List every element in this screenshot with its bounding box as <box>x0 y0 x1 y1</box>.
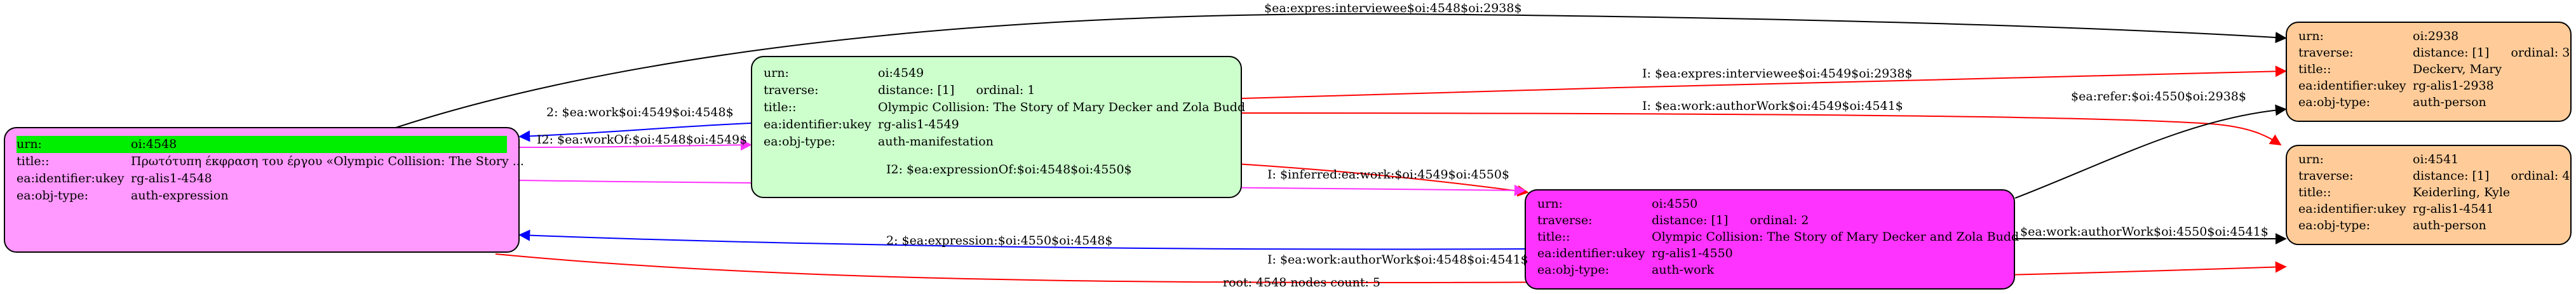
node-title: Keiderling, Kyle <box>2413 185 2511 199</box>
edge-inv-authorwork-4549-4541 <box>1241 112 2282 145</box>
node-key: ea:obj-type: <box>1537 263 1610 277</box>
node-key: title:: <box>17 154 50 168</box>
node-ukey-row: ea:identifier:ukey rg-alis1-4548 <box>17 170 507 187</box>
node-key: traverse: <box>1537 213 1593 227</box>
node-type: auth-manifestation <box>878 135 994 149</box>
node-key: urn: <box>2298 152 2324 166</box>
node-title: Πρωτότυπη έκφραση του έργου «Olympic Col… <box>131 154 524 168</box>
node-key: ea:identifier:ukey <box>1537 246 1645 260</box>
node-title: Deckerv, Mary <box>2413 62 2502 76</box>
edge-workof-4548-4549 <box>519 139 752 151</box>
node-urn: oi:4541 <box>2413 152 2459 166</box>
node-key: ea:obj-type: <box>764 135 836 149</box>
node-4549[interactable]: urn: oi:4549 traverse: distance: [1] ordina… <box>751 56 1246 198</box>
node-urn: oi:2938 <box>2413 29 2459 43</box>
edge-label-expressionof-4548-4550: I2: $ea:expressionOf:$oi:4548$oi:4550$ <box>886 163 1132 177</box>
node-key: ea:obj-type: <box>2298 95 2371 109</box>
node-type: auth-person <box>2413 95 2486 109</box>
node-key: ea:identifier:ukey <box>2298 202 2406 216</box>
node-key: traverse: <box>764 83 819 97</box>
node-ordinal: ordinal: 4 <box>2511 169 2570 183</box>
edge-interviewee-4548-2938 <box>393 13 2287 129</box>
node-urn-row: urn: oi:4548 <box>17 136 507 153</box>
node-ukey: rg-alis1-4548 <box>131 171 212 185</box>
edge-label-inferred-4549-4550: I: $inferred:ea:work:$oi:4549$oi:4550$ <box>1267 168 1510 182</box>
edge-work-4549-4548 <box>518 123 752 142</box>
edge-label-inv-authorwork-4549-4541: I: $ea:work:authorWork$oi:4549$oi:4541$ <box>1642 99 1903 113</box>
node-key: title:: <box>1537 230 1570 244</box>
node-type: auth-person <box>2413 218 2486 232</box>
node-key: urn: <box>764 66 789 80</box>
node-distance: distance: [1] <box>878 83 955 97</box>
edge-label-authorwork-4550-4541: $ea:work:authorWork$oi:4550$oi:4541$ <box>2020 225 2269 239</box>
node-key: ea:obj-type: <box>17 189 89 203</box>
node-title-row: title:: Πρωτότυπη έκφραση του έργου «Oly… <box>17 153 524 170</box>
node-distance: distance: [1] <box>2413 46 2490 60</box>
node-urn: oi:4550 <box>1652 197 1698 211</box>
node-key: urn: <box>1537 197 1563 211</box>
node-key: ea:identifier:ukey <box>764 117 872 131</box>
edge-label-expression-4550-4548: 2: $ea:expression:$oi:4550$oi:4548$ <box>886 234 1113 248</box>
edge-label-inv-authorwork-4548-4541: I: $ea:work:authorWork$oi:4548$oi:4541$ <box>1267 253 1528 267</box>
edge-label-work-4549-4548: 2: $ea:work$oi:4549$oi:4548$ <box>546 105 734 119</box>
node-urn: oi:4548 <box>131 137 177 151</box>
node-type: auth-expression <box>131 189 229 203</box>
edge-inv-authorwork-4548-4541 <box>495 253 2287 284</box>
node-type: auth-work <box>1652 263 1715 277</box>
edge-label-inv-interviewee-4549-2938: I: $ea:expres:interviewee$oi:4549$oi:293… <box>1642 67 1913 81</box>
node-key: ea:obj-type: <box>2298 218 2371 232</box>
node-ukey: rg-alis1-4541 <box>2413 202 2494 216</box>
node-key: urn: <box>2298 29 2324 43</box>
node-key: title:: <box>2298 62 2331 76</box>
node-4548[interactable]: urn: oi:4548 title:: Πρωτότυπη έκφραση τ… <box>4 127 524 253</box>
node-ukey: rg-alis1-4550 <box>1652 246 1733 260</box>
node-2938[interactable]: urn: oi:2938 traverse: distance: [1] ordina… <box>2286 22 2572 122</box>
node-title: Olympic Collision: The Story of Mary Dec… <box>1652 230 2020 244</box>
node-urn: oi:4549 <box>878 66 924 80</box>
node-distance: distance: [1] <box>2413 169 2490 183</box>
node-key: title:: <box>764 100 797 114</box>
edge-refer-4550-2938 <box>2014 104 2287 199</box>
node-key: traverse: <box>2298 46 2354 60</box>
node-key: urn: <box>17 137 42 151</box>
node-ordinal: ordinal: 2 <box>1750 213 1809 227</box>
edge-label-interviewee-4548-2938: $ea:expres:interviewee$oi:4548$oi:2938$ <box>1264 1 1522 15</box>
node-key: ea:identifier:ukey <box>2298 79 2406 93</box>
node-key: ea:identifier:ukey <box>17 171 125 185</box>
node-ordinal: ordinal: 3 <box>2511 46 2570 60</box>
node-distance: distance: [1] <box>1652 213 1729 227</box>
node-key: traverse: <box>2298 169 2354 183</box>
node-4541[interactable]: urn: oi:4541 traverse: distance: [1] ordina… <box>2286 145 2572 245</box>
graph-footer: root: 4548 nodes count: 5 <box>1223 276 1381 290</box>
edge-expression-4550-4548 <box>518 229 1525 250</box>
node-ukey: rg-alis1-4549 <box>878 117 959 131</box>
node-title: Olympic Collision: The Story of Mary Dec… <box>878 100 1246 114</box>
node-4550[interactable]: urn: oi:4550 traverse: distance: [1] ordina… <box>1525 189 2019 290</box>
edge-label-refer-4550-2938: $ea:refer:$oi:4550$oi:2938$ <box>2071 90 2246 104</box>
node-type-row: ea:obj-type: auth-expression <box>17 187 507 204</box>
node-key: title:: <box>2298 185 2331 199</box>
edge-label-workof-4548-4549: I2: $ea:workOf:$oi:4548$oi:4549$ <box>537 133 748 147</box>
node-ordinal: ordinal: 1 <box>976 83 1035 97</box>
node-ukey: rg-alis1-2938 <box>2413 79 2494 93</box>
